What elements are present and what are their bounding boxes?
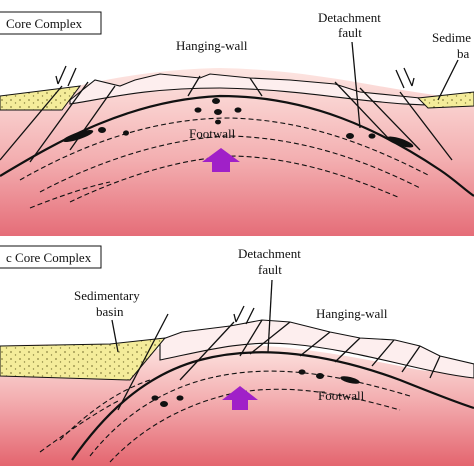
up-arrow-icon: [202, 148, 240, 172]
panel-2-title: c Core Complex: [6, 250, 92, 265]
detachment-label-line1: Detachment: [238, 246, 301, 261]
sedimentary-basin-left: [0, 85, 82, 111]
sediment-label-line1: Sedimentary: [74, 288, 140, 303]
half-arrow-icon: [233, 305, 255, 325]
panel-1-title: Core Complex: [6, 16, 83, 31]
sedimentary-basin: [0, 337, 167, 381]
detachment-label-line2: fault: [258, 262, 282, 277]
detachment-fault-line: [71, 351, 474, 461]
footwall-label: Footwall: [318, 388, 365, 403]
sediment-label-line2: basin: [96, 304, 124, 319]
hanging-wall-label: Hanging-wall: [176, 38, 248, 53]
hanging-wall-label: Hanging-wall: [316, 306, 388, 321]
hanging-wall-blocks: [69, 73, 474, 106]
detachment-label-line2: fault: [338, 25, 362, 40]
detachment-label-line1: Detachment: [318, 10, 381, 25]
hanging-wall-blocks: [159, 319, 474, 379]
footwall-body: [0, 68, 474, 236]
sediment-label-line1: Sedime: [432, 30, 471, 45]
up-arrow-icon: [222, 386, 258, 410]
sedimentary-basin-right: [416, 91, 474, 109]
sediment-label-line2: ba: [457, 46, 470, 61]
panel-1-title-box: [0, 11, 102, 35]
half-arrow-icon: [55, 65, 415, 89]
panel-2: c Core Complex Detachment fault Sediment…: [0, 245, 474, 466]
panel-1: Core Complex Hanging-wall Detachment fau…: [0, 10, 474, 236]
footwall-label: Footwall: [189, 126, 236, 141]
panel-2-title-box: [0, 245, 102, 269]
